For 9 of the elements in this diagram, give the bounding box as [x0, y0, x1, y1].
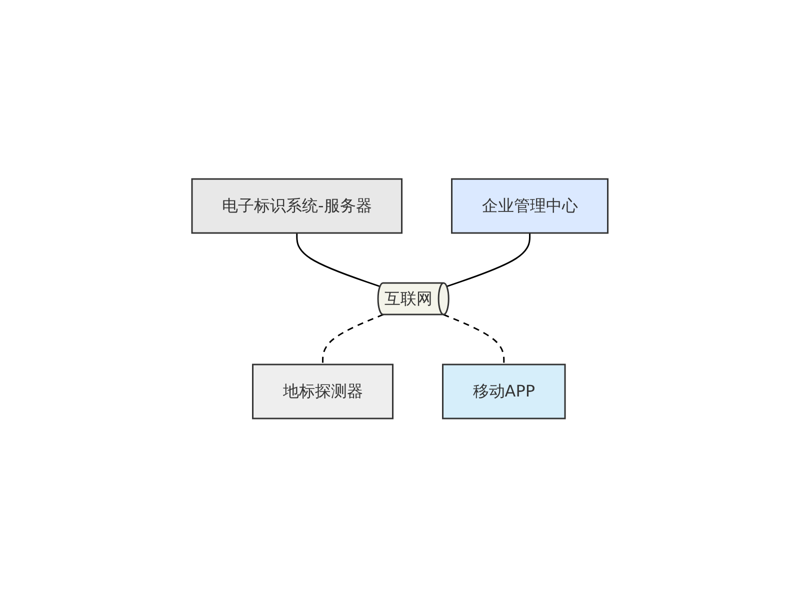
node-box: 移动APP [442, 364, 566, 420]
node-box: 地标探测器 [252, 364, 394, 420]
connector [446, 233, 531, 288]
node-box: 电子标识系统-服务器 [191, 178, 403, 234]
connector [443, 314, 505, 365]
node-text: 互联网 [384, 289, 432, 308]
connector [322, 314, 384, 365]
node-box: 企业管理中心 [451, 178, 609, 234]
connector [296, 233, 380, 288]
